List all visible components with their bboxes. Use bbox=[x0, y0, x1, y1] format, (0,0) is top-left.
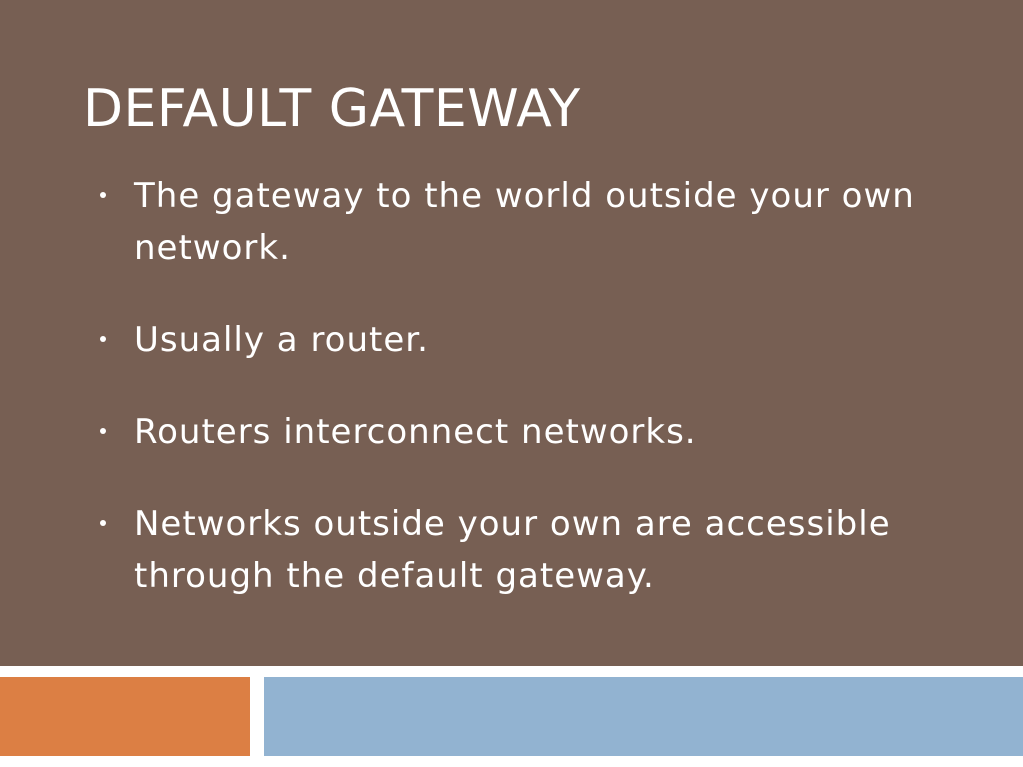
bullet-text: Routers interconnect networks. bbox=[134, 412, 697, 452]
footer-accent-blue bbox=[264, 677, 1023, 756]
slide-content-area: DEFAULT GATEWAY The gateway to the world… bbox=[0, 0, 1023, 666]
bullet-item: The gateway to the world outside your ow… bbox=[100, 170, 980, 274]
bullet-list: The gateway to the world outside your ow… bbox=[100, 170, 980, 602]
bullet-text: The gateway to the world outside your ow… bbox=[134, 176, 915, 268]
bullet-item: Networks outside your own are accessible… bbox=[100, 498, 980, 602]
bullet-text: Usually a router. bbox=[134, 320, 429, 360]
bullet-dot-icon bbox=[100, 520, 106, 526]
bullet-dot-icon bbox=[100, 428, 106, 434]
bullet-dot-icon bbox=[100, 336, 106, 342]
bullet-item: Routers interconnect networks. bbox=[100, 406, 980, 458]
bullet-text: Networks outside your own are accessible… bbox=[134, 504, 891, 596]
bullet-item: Usually a router. bbox=[100, 314, 980, 366]
bullet-dot-icon bbox=[100, 192, 106, 198]
slide-title: DEFAULT GATEWAY bbox=[83, 79, 581, 139]
footer-accent-orange bbox=[0, 677, 250, 756]
